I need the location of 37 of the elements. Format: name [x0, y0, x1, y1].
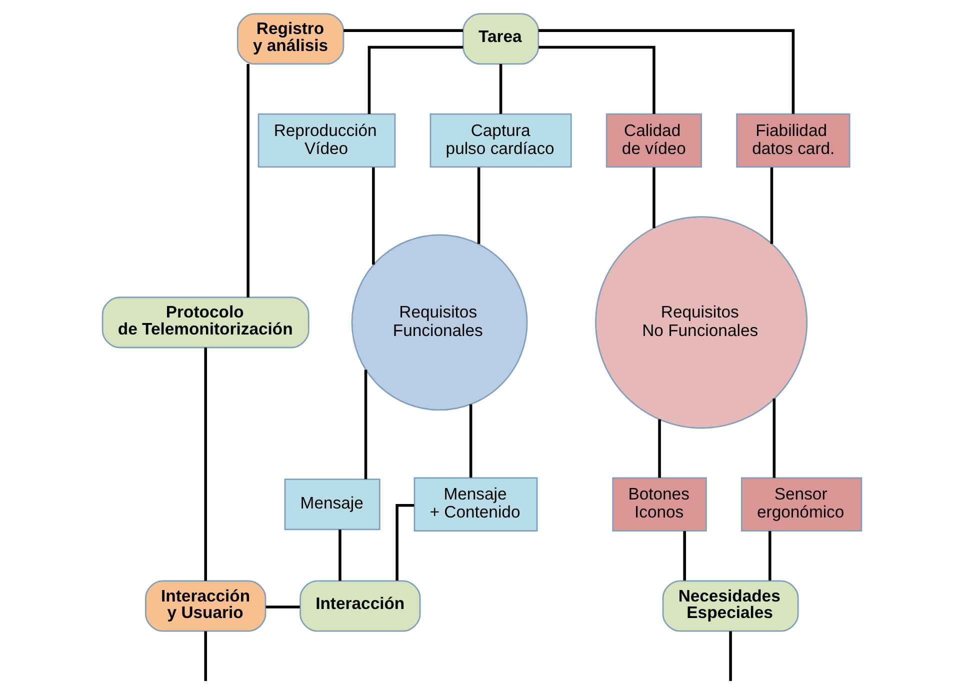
node-box: Registro y análisis [236, 13, 344, 65]
connector [364, 370, 368, 480]
node-box: Fiabilidad datos card. [736, 113, 850, 168]
node-box: Tarea [462, 13, 540, 65]
connector [246, 64, 250, 298]
node-box: Captura pulso cardíaco [430, 113, 572, 168]
connector [772, 398, 776, 478]
connector [729, 631, 732, 681]
connector [658, 419, 661, 478]
node-box: Botones Iconos [612, 477, 707, 532]
node-box: Calidad de vídeo [606, 113, 702, 168]
connector [204, 631, 207, 681]
connector [538, 46, 656, 114]
connector [770, 167, 774, 244]
connector [344, 29, 463, 32]
node-box: Necesidades Especiales [662, 580, 799, 632]
node-box: Reproducción Vídeo [258, 113, 396, 168]
node-box: Mensaje [284, 478, 380, 530]
node-box: Mensaje + Contenido [414, 477, 538, 532]
connector [477, 167, 480, 244]
connector [266, 606, 300, 608]
connector [372, 167, 375, 265]
node-circle: Requisitos Funcionales [351, 234, 528, 411]
node-box: Protocolo de Telemonitorización [102, 296, 310, 348]
node-box: Interacción y Usuario [145, 580, 266, 632]
connector [469, 404, 472, 478]
connector [652, 167, 656, 228]
node-circle: Requisitos No Funcionales [595, 216, 808, 429]
connector [204, 348, 207, 581]
connector [538, 29, 795, 114]
connector [368, 46, 464, 114]
connector [683, 531, 686, 581]
node-box: Interacción [300, 580, 421, 632]
node-box: Sensor ergonómico [740, 477, 862, 532]
connector [338, 529, 342, 581]
connector [499, 64, 502, 114]
connector [768, 531, 772, 581]
